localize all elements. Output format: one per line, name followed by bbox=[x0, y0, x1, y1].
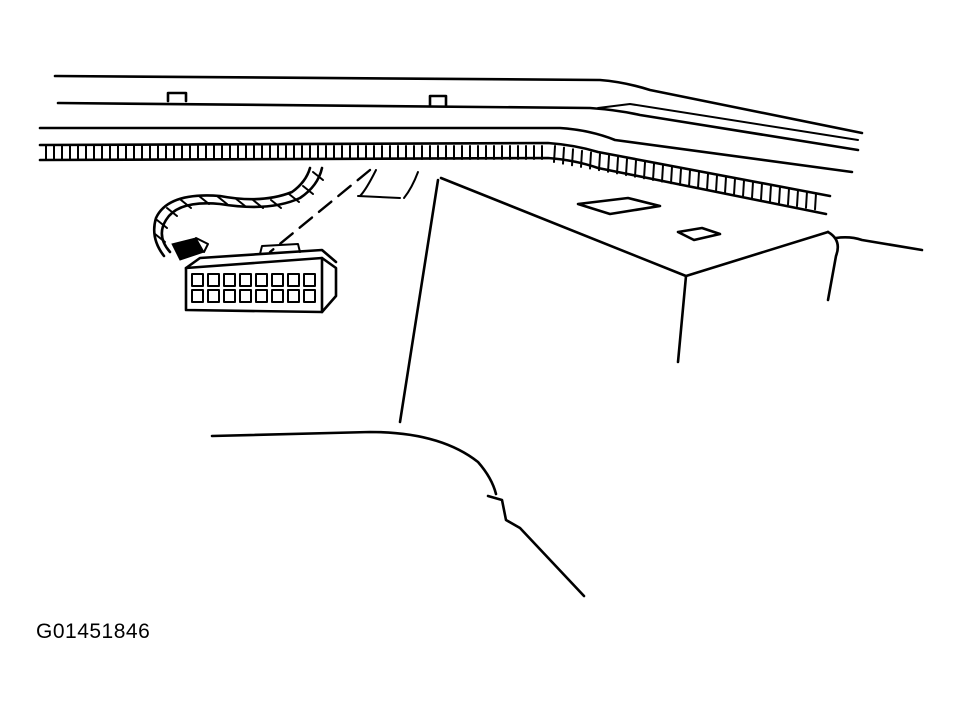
vent-slot bbox=[625, 158, 628, 177]
connector-pin-cavity bbox=[303, 289, 316, 303]
diagnostic-connector bbox=[184, 243, 338, 314]
connector-pin-cavity bbox=[271, 289, 284, 303]
harness-wrap-segment bbox=[270, 199, 282, 209]
harness-wrap-segment bbox=[166, 207, 178, 217]
connector-pin-cavity bbox=[255, 273, 268, 287]
harness-wrap-segment bbox=[312, 171, 324, 181]
connector-pin-cavity bbox=[287, 273, 300, 287]
harness-wrap-segment bbox=[156, 219, 168, 229]
vent-slot bbox=[652, 162, 655, 181]
connector-pin-cavity bbox=[239, 273, 252, 287]
vent-slot bbox=[679, 167, 682, 186]
vent-slot bbox=[796, 189, 799, 208]
harness-wrap-segment bbox=[216, 195, 228, 205]
harness-wrap-segment bbox=[154, 233, 166, 243]
connector-pin-cavity bbox=[191, 273, 204, 287]
lower-trim-panel bbox=[210, 430, 586, 598]
harness-wrap-segment bbox=[180, 199, 192, 209]
vent-slot bbox=[643, 161, 646, 180]
connector-pin-cavity bbox=[255, 289, 268, 303]
vent-slot bbox=[733, 177, 736, 196]
vent-slot bbox=[634, 159, 637, 178]
connector-pin-grid bbox=[191, 273, 316, 303]
vent-slot bbox=[814, 192, 817, 211]
vent-slot bbox=[553, 145, 556, 163]
vent-slot bbox=[805, 190, 808, 209]
vent-slot bbox=[661, 164, 664, 183]
vent-slot bbox=[580, 149, 583, 168]
connector-pin-cavity bbox=[239, 289, 252, 303]
vent-slot bbox=[688, 169, 691, 188]
vent-slot bbox=[760, 182, 763, 201]
panel-clip-right bbox=[428, 94, 448, 108]
vent-slot bbox=[715, 174, 718, 193]
vent-slot bbox=[670, 166, 673, 185]
vent-slot bbox=[616, 156, 619, 175]
console-opening-small bbox=[676, 226, 722, 242]
harness-wrap-segment bbox=[252, 199, 264, 209]
connector-pin-cavity bbox=[207, 273, 220, 287]
vent-slot bbox=[562, 146, 565, 165]
wiring-harness bbox=[152, 166, 324, 261]
vent-slot bbox=[571, 148, 574, 167]
vent-slot bbox=[589, 151, 592, 170]
panel-clip-left bbox=[166, 91, 188, 103]
console-opening-large bbox=[576, 196, 662, 216]
figure-id-label: G01451846 bbox=[36, 620, 151, 643]
vent-slot bbox=[697, 171, 700, 190]
dash-panel-upper-edge bbox=[38, 74, 864, 174]
connector-pin-cavity bbox=[191, 289, 204, 303]
vent-slot bbox=[778, 185, 781, 204]
harness-wrap-segment bbox=[234, 197, 246, 207]
dash-lower-edge bbox=[357, 169, 419, 199]
vent-slot bbox=[607, 154, 610, 173]
connector-pointer-line bbox=[268, 168, 372, 254]
connector-pin-cavity bbox=[271, 273, 284, 287]
connector-pin-cavity bbox=[223, 289, 236, 303]
harness-wrap-segment bbox=[302, 185, 314, 195]
vent-slot bbox=[751, 180, 754, 199]
connector-pin-cavity bbox=[303, 273, 316, 287]
vent-slot bbox=[706, 172, 709, 191]
vent-slot bbox=[769, 184, 772, 203]
vent-slot bbox=[724, 176, 727, 195]
vent-strip bbox=[38, 141, 832, 216]
vent-slot bbox=[787, 187, 790, 206]
connector-pin-cavity bbox=[223, 273, 236, 287]
connector-pin-cavity bbox=[287, 289, 300, 303]
harness-wrap-segment bbox=[198, 195, 210, 205]
vent-slot bbox=[742, 179, 745, 198]
center-console bbox=[398, 176, 924, 424]
vent-slot bbox=[598, 153, 601, 172]
harness-plug bbox=[171, 237, 205, 261]
harness-wrap-segment bbox=[288, 193, 300, 203]
connector-pin-cavity bbox=[207, 289, 220, 303]
